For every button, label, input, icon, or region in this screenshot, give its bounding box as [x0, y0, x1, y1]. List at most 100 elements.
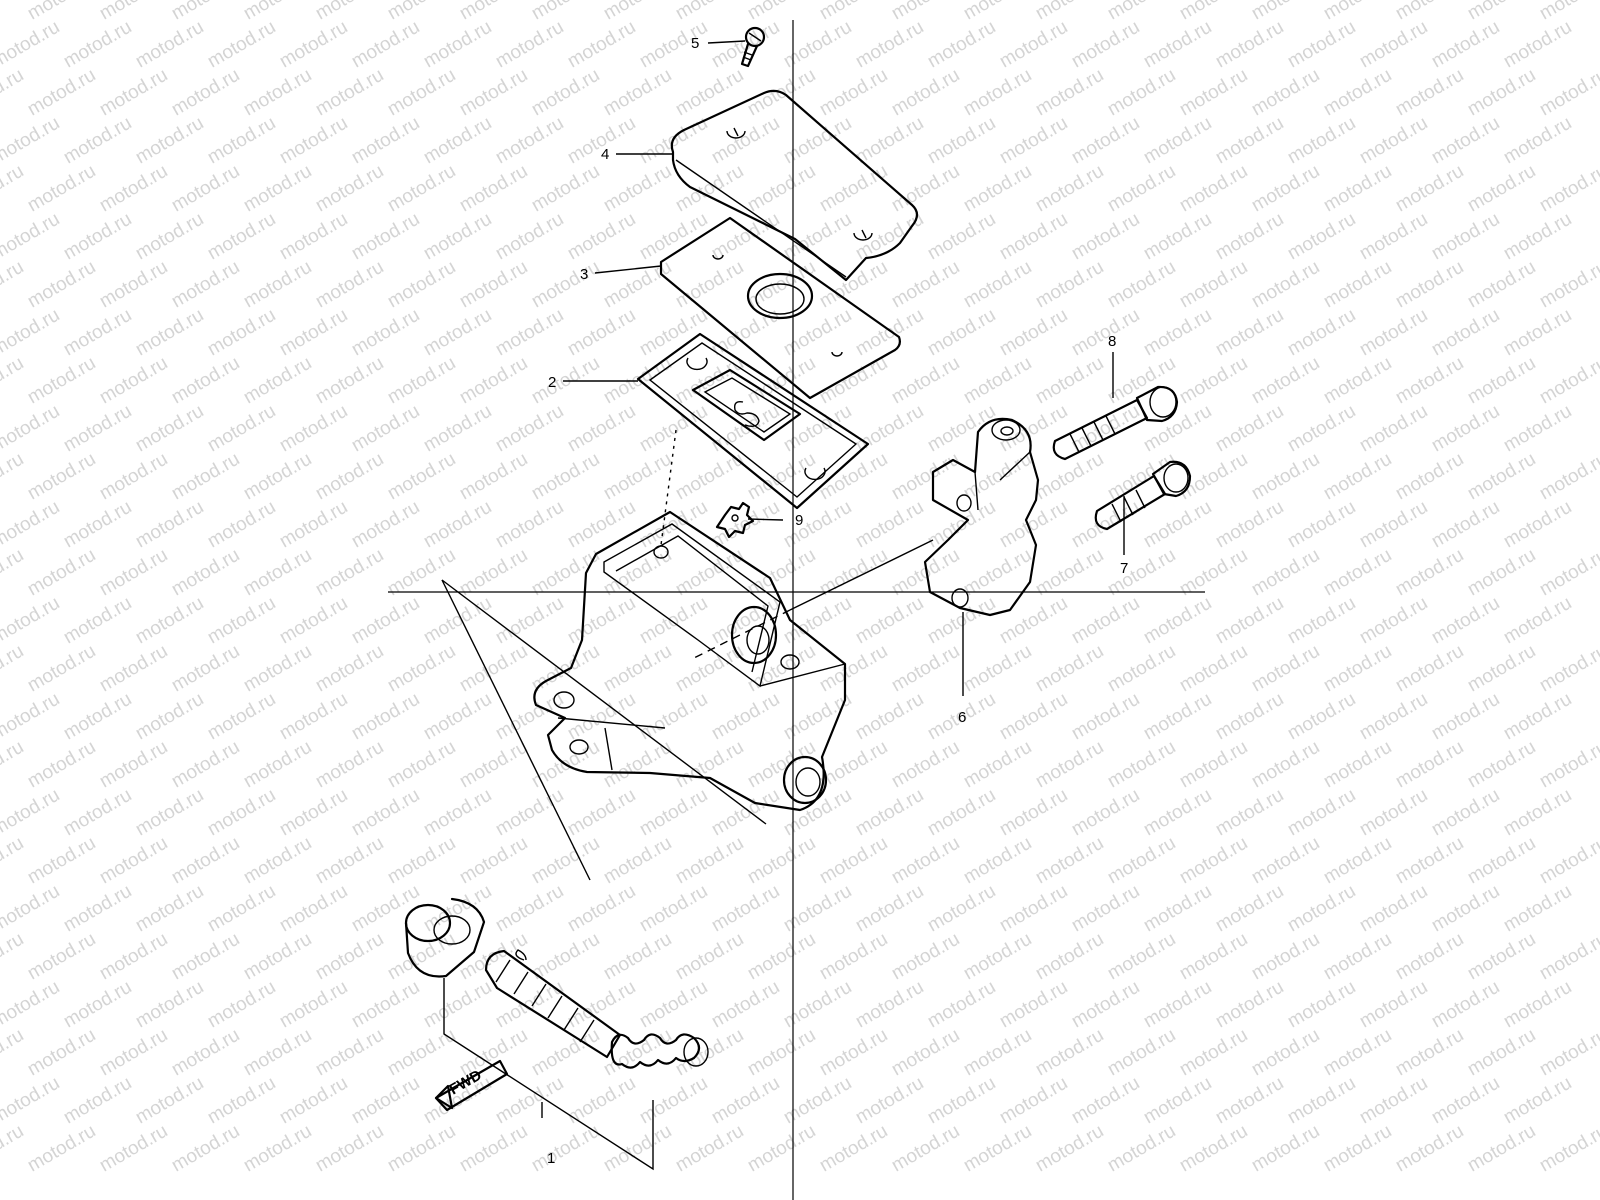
- watermark-text: motod.ru: [1032, 1121, 1107, 1177]
- watermark-text: motod.ru: [1392, 1025, 1467, 1081]
- callout-6: 6: [958, 709, 966, 726]
- watermark-text: motod.ru: [0, 113, 63, 169]
- watermark-text: motod.ru: [672, 0, 747, 24]
- watermark-text: motod.ru: [564, 689, 639, 745]
- watermark-text: motod.ru: [132, 113, 207, 169]
- watermark-text: motod.ru: [1320, 353, 1395, 409]
- watermark-text: motod.ru: [0, 737, 27, 793]
- watermark-text: motod.ru: [24, 65, 99, 121]
- watermark-text: motod.ru: [924, 401, 999, 457]
- watermark-text: motod.ru: [1392, 0, 1467, 24]
- callout-4: 4: [601, 146, 609, 163]
- watermark-text: motod.ru: [1104, 1025, 1179, 1081]
- watermark-text: motod.ru: [600, 65, 675, 121]
- watermark-text: motod.ru: [744, 833, 819, 889]
- watermark-text: motod.ru: [456, 1121, 531, 1177]
- watermark-text: motod.ru: [132, 209, 207, 265]
- watermark-text: motod.ru: [96, 0, 171, 24]
- watermark-text: motod.ru: [960, 833, 1035, 889]
- watermark-text: motod.ru: [852, 497, 927, 553]
- watermark-text: motod.ru: [1356, 305, 1431, 361]
- watermark-text: motod.ru: [492, 401, 567, 457]
- watermark-text: motod.ru: [60, 1073, 135, 1129]
- watermark-text: motod.ru: [888, 1121, 963, 1177]
- watermark-text: motod.ru: [1212, 1073, 1287, 1129]
- watermark-text: motod.ru: [384, 65, 459, 121]
- watermark-text: motod.ru: [708, 689, 783, 745]
- watermark-text: motod.ru: [0, 1073, 63, 1129]
- watermark-text: motod.ru: [1212, 401, 1287, 457]
- watermark-text: motod.ru: [1500, 593, 1575, 649]
- watermark-text: motod.ru: [780, 497, 855, 553]
- watermark-text: motod.ru: [240, 65, 315, 121]
- watermark-text: motod.ru: [1356, 497, 1431, 553]
- watermark-text: motod.ru: [24, 353, 99, 409]
- watermark-text: motod.ru: [1500, 497, 1575, 553]
- watermark-text: motod.ru: [204, 113, 279, 169]
- watermark-text: motod.ru: [168, 833, 243, 889]
- watermark-text: motod.ru: [1500, 401, 1575, 457]
- watermark-text: motod.ru: [600, 1121, 675, 1177]
- watermark-text: motod.ru: [1392, 161, 1467, 217]
- watermark-text: motod.ru: [276, 401, 351, 457]
- watermark-text: motod.ru: [1212, 977, 1287, 1033]
- watermark-text: motod.ru: [1176, 1121, 1251, 1177]
- watermark-text: motod.ru: [600, 0, 675, 24]
- watermark-text: motod.ru: [1176, 833, 1251, 889]
- watermark-text: motod.ru: [1032, 353, 1107, 409]
- watermark-text: motod.ru: [0, 305, 63, 361]
- watermark-text: motod.ru: [168, 929, 243, 985]
- watermark-text: motod.ru: [276, 785, 351, 841]
- watermark-text: motod.ru: [384, 641, 459, 697]
- watermark-text: motod.ru: [996, 593, 1071, 649]
- watermark-text: motod.ru: [1464, 65, 1539, 121]
- watermark-text: motod.ru: [420, 881, 495, 937]
- callout-2: 2: [548, 374, 556, 391]
- watermark-text: motod.ru: [1536, 1121, 1600, 1177]
- watermark-text: motod.ru: [456, 65, 531, 121]
- watermark-text: motod.ru: [1284, 977, 1359, 1033]
- watermark-text: motod.ru: [1032, 737, 1107, 793]
- watermark-text: motod.ru: [780, 977, 855, 1033]
- watermark-text: motod.ru: [204, 17, 279, 73]
- watermark-text: motod.ru: [0, 1121, 27, 1177]
- watermark-text: motod.ru: [708, 881, 783, 937]
- watermark-text: motod.ru: [204, 977, 279, 1033]
- watermark-text: motod.ru: [24, 929, 99, 985]
- watermark-text: motod.ru: [996, 209, 1071, 265]
- watermark-text: motod.ru: [96, 1025, 171, 1081]
- watermark-text: motod.ru: [1248, 65, 1323, 121]
- watermark-text: motod.ru: [1320, 65, 1395, 121]
- watermark-text: motod.ru: [1536, 929, 1600, 985]
- watermark-text: motod.ru: [1176, 65, 1251, 121]
- watermark-text: motod.ru: [528, 0, 603, 24]
- watermark-text: motod.ru: [384, 353, 459, 409]
- callout-5: 5: [691, 35, 699, 52]
- watermark-text: motod.ru: [960, 1121, 1035, 1177]
- watermark-text: motod.ru: [744, 161, 819, 217]
- watermark-text: motod.ru: [1356, 17, 1431, 73]
- watermark-text: motod.ru: [492, 689, 567, 745]
- watermark-text: motod.ru: [996, 113, 1071, 169]
- watermark-text: motod.ru: [744, 1121, 819, 1177]
- watermark-text: motod.ru: [816, 0, 891, 24]
- watermark-text: motod.ru: [420, 113, 495, 169]
- watermark-text: motod.ru: [1464, 545, 1539, 601]
- watermark-text: motod.ru: [1104, 833, 1179, 889]
- watermark-text: motod.ru: [60, 977, 135, 1033]
- watermark-text: motod.ru: [276, 977, 351, 1033]
- watermark-text: motod.ru: [132, 593, 207, 649]
- watermark-text: motod.ru: [1464, 1121, 1539, 1177]
- watermark-text: motod.ru: [492, 17, 567, 73]
- watermark-text: motod.ru: [1248, 0, 1323, 24]
- watermark-text: motod.ru: [1212, 17, 1287, 73]
- callout-1: 1: [547, 1150, 555, 1167]
- watermark-text: motod.ru: [888, 449, 963, 505]
- watermark-text: motod.ru: [1500, 1073, 1575, 1129]
- watermark-text: motod.ru: [1428, 689, 1503, 745]
- watermark-text: motod.ru: [204, 593, 279, 649]
- watermark-text: motod.ru: [24, 1025, 99, 1081]
- watermark-text: motod.ru: [1032, 257, 1107, 313]
- watermark-text: motod.ru: [1356, 977, 1431, 1033]
